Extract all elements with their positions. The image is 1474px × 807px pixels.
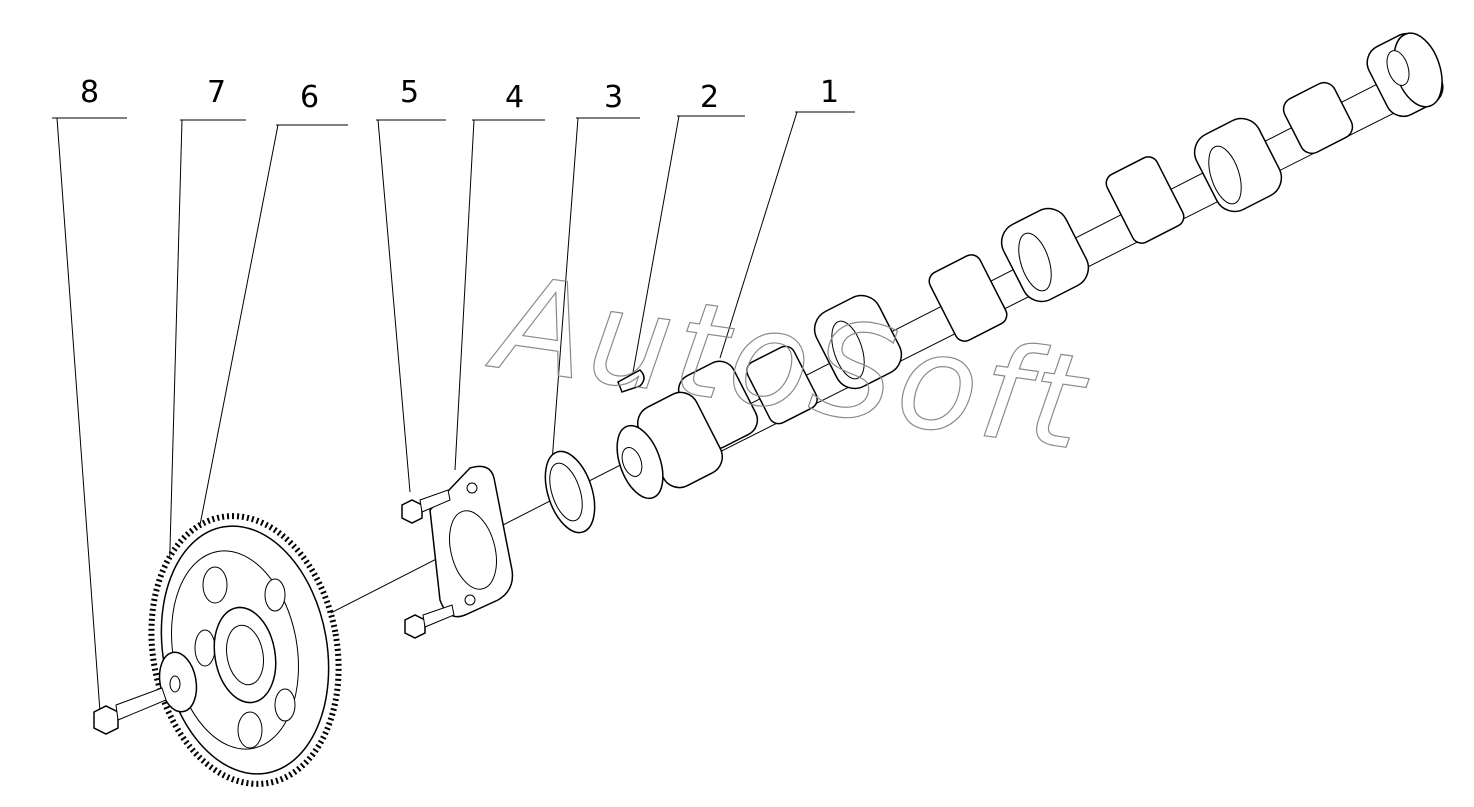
gear-washer	[158, 651, 198, 713]
callouts: 8 7 6 5 4 3 2 1	[52, 75, 855, 713]
gear-washer-hole	[169, 675, 181, 693]
gear-lightening-hole	[202, 566, 228, 604]
leader-line-5	[377, 119, 411, 493]
callout-label-3: 3	[604, 80, 623, 115]
thrust-plate-bolt-hole	[466, 482, 478, 494]
callout-label-8: 8	[80, 75, 99, 110]
camshaft	[616, 32, 1444, 500]
callout-label-5: 5	[400, 75, 419, 110]
gear-lightening-hole	[274, 688, 296, 722]
camshaft-lobe	[928, 254, 1008, 342]
thrust-ring-inner	[549, 462, 583, 522]
camshaft-lobe	[813, 294, 903, 390]
thrust-plate-bolt-hole	[464, 594, 476, 606]
plate-bolt	[404, 604, 455, 639]
leader-line-4	[454, 119, 475, 471]
gear-lightening-hole	[237, 711, 263, 749]
leader-line-3	[551, 117, 579, 463]
camshaft-lobe	[746, 345, 818, 425]
camshaft-lobe	[1366, 32, 1444, 118]
leader-line-1	[719, 111, 798, 359]
thrust-plate-bore	[449, 510, 497, 590]
callout-label-6: 6	[300, 80, 319, 115]
woodruff-key	[617, 369, 645, 393]
thrust-ring	[544, 450, 596, 534]
camshaft-timing-gear	[148, 513, 342, 787]
leader-line-2	[631, 115, 680, 379]
gear-bolt-head	[93, 705, 119, 735]
gear-lightening-hole	[264, 578, 286, 612]
gear-lightening-hole	[194, 629, 216, 667]
callout-label-4: 4	[505, 80, 524, 115]
camshaft-lobe	[1000, 207, 1090, 303]
camshaft-front-journal	[616, 391, 724, 500]
plate-bolt	[401, 489, 451, 524]
gear-bolt-shank	[115, 687, 167, 721]
camshaft-lobe	[1193, 117, 1283, 213]
callout-label-7: 7	[207, 75, 226, 110]
key-body	[617, 369, 645, 393]
thrust-plate	[429, 465, 514, 618]
callout-label-2: 2	[700, 80, 719, 115]
gear-bolt	[93, 687, 167, 735]
gear-bore	[226, 624, 264, 686]
leader-line-8	[56, 117, 101, 713]
camshaft-lobe	[1105, 156, 1185, 244]
camshaft-lobe	[1282, 81, 1354, 155]
callout-label-1: 1	[820, 75, 839, 110]
leader-line-6	[199, 124, 279, 526]
